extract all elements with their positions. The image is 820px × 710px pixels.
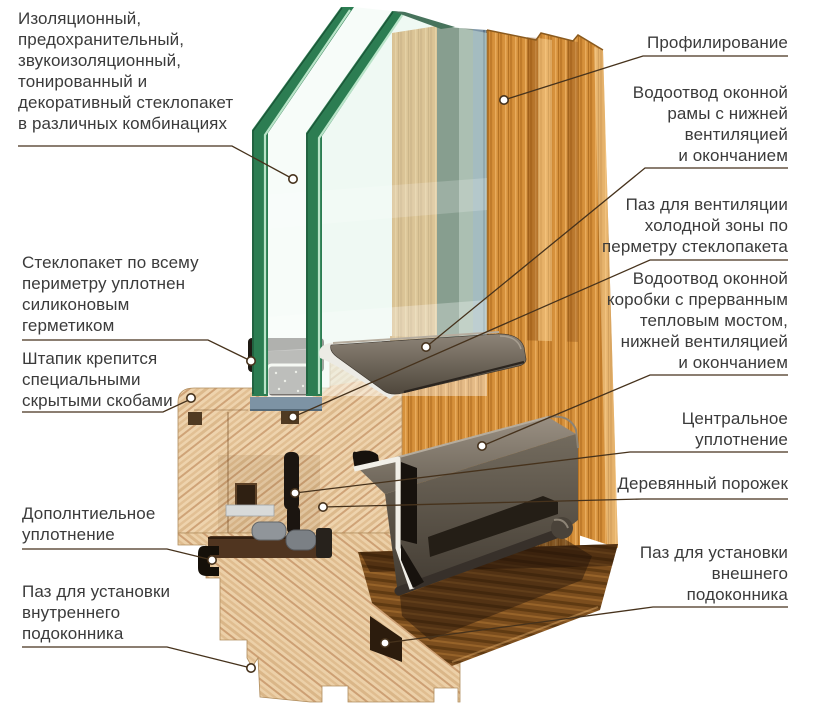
drain-shadow <box>400 536 592 640</box>
glass-pane-inner <box>306 11 405 396</box>
label-frame-drainage: Водоотвод оконной рамы с нижней вентиляц… <box>632 83 788 165</box>
label-outer-sill-groove: Паз для установки внешнего подоконника <box>639 543 788 604</box>
label-glazing-bead: Штапик крепится специальными скрытыми ск… <box>22 349 173 410</box>
label-glazing-unit: Изоляционный, предохранительный, звукоиз… <box>18 9 234 133</box>
central-seal-strip <box>284 452 299 510</box>
label-central-seal: Центральное уплотнение <box>681 409 788 449</box>
silicone-bed <box>250 397 322 411</box>
leader-dots <box>186 95 509 673</box>
seals-and-hardware <box>198 452 332 576</box>
label-additional-seal: Дополнтиельное уплотнение <box>22 504 156 544</box>
label-profiling: Профилирование <box>647 33 788 52</box>
hardware-strike-plate <box>225 504 275 517</box>
hardware-roller <box>251 521 287 541</box>
label-wooden-threshold: Деревянный порожек <box>617 474 788 493</box>
label-vent-groove: Паз для вентиляции холодной зоны по перм… <box>601 195 788 256</box>
glass-pane-outer <box>252 7 354 396</box>
label-silicone-seal: Стеклопакет по всему периметру уплотнен … <box>22 253 199 335</box>
label-box-drainage: Водоотвод оконной коробки с прерванным т… <box>606 269 788 372</box>
bead-notch <box>188 412 202 425</box>
frame-drain-profile <box>352 415 579 596</box>
leader-lines <box>18 55 788 669</box>
label-inner-sill-groove: Паз для установки внутреннего подоконник… <box>22 582 171 643</box>
